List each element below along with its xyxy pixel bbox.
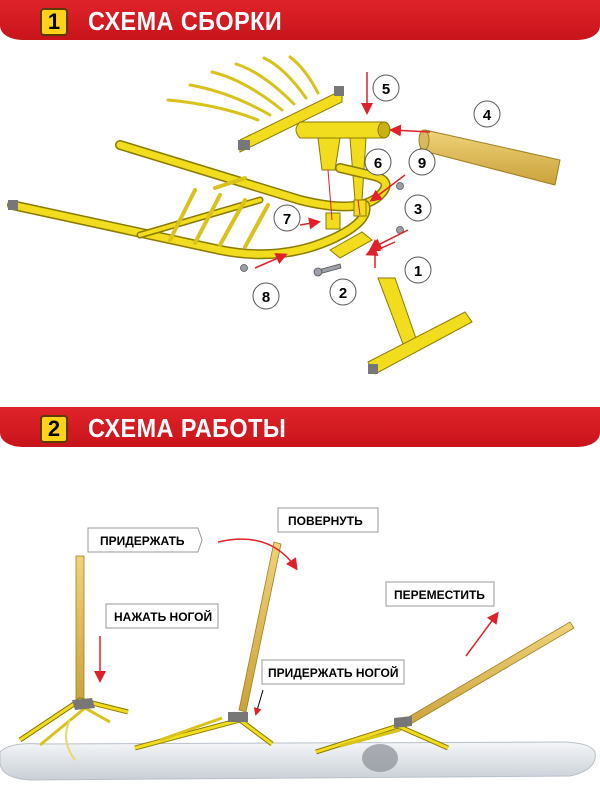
label-hold-foot: ПРИДЕРЖАТЬ НОГОЙ [261, 659, 405, 685]
assembly-arrows [254, 72, 431, 269]
wooden-handle [419, 129, 561, 186]
callout-3: 3 [404, 194, 432, 222]
bracket-6 [317, 137, 341, 171]
callout-7: 7 [273, 204, 301, 232]
callout-5: 5 [372, 74, 400, 102]
label-turn: ПОВЕРНУТЬ [277, 507, 379, 533]
callout-8: 8 [252, 282, 280, 310]
fork-tines [166, 55, 320, 122]
callout-number: 3 [414, 201, 422, 218]
section-banner-operation: 2 СХЕМА РАБОТЫ [0, 407, 600, 455]
section-title: СХЕМА СБОРКИ [88, 6, 283, 36]
callout-number: 9 [418, 155, 426, 172]
label-move: ПЕРЕМЕСТИТЬ [385, 581, 495, 607]
crossbar-end [238, 140, 250, 150]
banner-bar [0, 407, 600, 447]
section-banner-assembly: 1 СХЕМА СБОРКИ [0, 0, 600, 48]
callout-9: 9 [408, 148, 436, 176]
stage-1-tool [18, 555, 129, 761]
snow-clump [362, 744, 398, 772]
callout-number: 2 [339, 285, 347, 302]
handle [394, 621, 575, 732]
label-press-foot: НАЖАТЬ НОГОЙ [105, 603, 219, 629]
callout-number: 8 [262, 289, 270, 306]
callout-number: 1 [414, 263, 422, 280]
nut-9 [396, 182, 404, 190]
label-text: ПРИДЕРЖАТЬ [100, 534, 185, 548]
pedal-bar [367, 311, 473, 375]
label-hold: ПРИДЕРЖАТЬ [87, 527, 203, 553]
label-text: ПРИДЕРЖАТЬ НОГОЙ [268, 665, 398, 680]
section-number: 2 [40, 415, 68, 443]
bracket-7 [325, 212, 341, 230]
callout-6: 6 [364, 148, 392, 176]
handle [238, 541, 282, 713]
callout-2: 2 [329, 278, 357, 306]
callout-1: 1 [404, 256, 432, 284]
crossbar-end [334, 86, 344, 96]
callout-number: 4 [483, 107, 492, 124]
label-text: ПЕРЕМЕСТИТЬ [394, 588, 485, 602]
banner-bar [0, 0, 600, 40]
assembly-diagram: 1 2 3 4 5 6 7 8 [7, 55, 561, 375]
callout-number: 5 [382, 81, 390, 98]
operation-diagram: ПРИДЕРЖАТЬ НАЖАТЬ НОГОЙ ПОВЕРНУТЬ ПРИДЕР… [0, 507, 596, 781]
fasteners [240, 182, 404, 277]
label-text: НАЖАТЬ НОГОЙ [114, 609, 212, 624]
section-title: СХЕМА РАБОТЫ [88, 413, 287, 443]
handle [75, 555, 85, 707]
callout-number: 7 [283, 211, 291, 228]
mount-tube [295, 121, 390, 139]
callout-number: 6 [374, 155, 382, 172]
snow-ground [0, 741, 596, 781]
stage-2-tool [134, 541, 282, 751]
section-number: 1 [40, 8, 68, 36]
callout-4: 4 [473, 100, 501, 128]
stage-3-tool [315, 621, 575, 772]
nut-8 [240, 264, 248, 272]
label-text: ПОВЕРНУТЬ [288, 514, 363, 528]
